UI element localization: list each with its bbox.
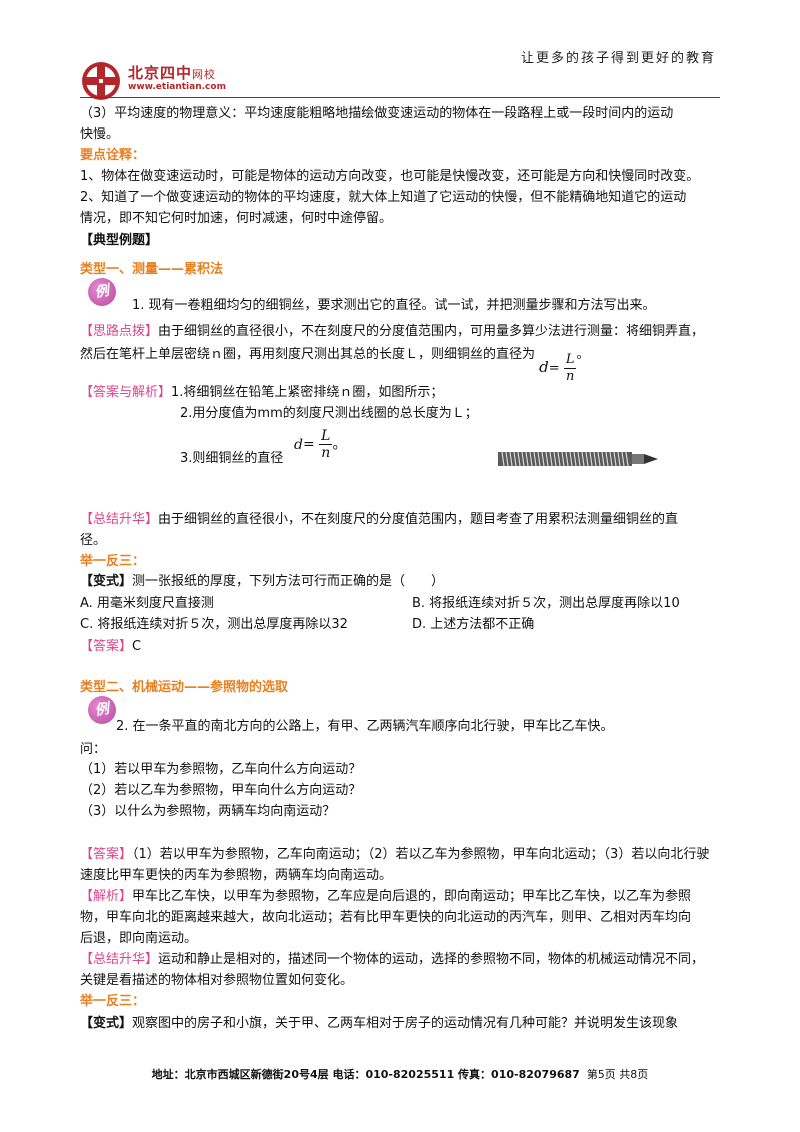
juyi-title: 举一反三：: [80, 994, 146, 1009]
variant-question: 【变式】观察图中的房子和小旗，关于甲、乙两车相对于房子的运动情况有几种可能？并说…: [80, 1016, 679, 1031]
answer-line: 【答案与解析】1.将细铜丝在铅笔上紧密排绕ｎ圈，如图所示；: [80, 385, 444, 400]
paragraph: 快慢。: [80, 127, 120, 142]
hint-line: 然后在笔杆上单层密绕ｎ圈，再用刻度尺测出其总的长度Ｌ，则细铜丝的直径为 d= L…: [80, 347, 590, 384]
example-badge-icon: 例: [85, 693, 119, 727]
paragraph: 情况，即不知它何时加速，何时减速，何时中途停留。: [80, 211, 393, 226]
option-c: C. 将报纸连续对折５次，测出总厚度再除以32: [80, 617, 348, 632]
paragraph: （3）平均速度的物理意义：平均速度能粗略地描绘做变速运动的物体在一段路程上或一段…: [80, 106, 674, 121]
option-d: D. 上述方法都不正确: [412, 617, 535, 632]
summary-line: 【总结升华】运动和静止是相对的，描述同一个物体的运动，选择的参照物不同，物体的机…: [80, 952, 705, 967]
summary-line: 径。: [80, 533, 107, 548]
example-question: 2. 在一条平直的南北方向的公路上，有甲、乙两辆汽车顺序向北行驶，甲车比乙车快。: [116, 719, 614, 734]
logo-emblem-icon: [82, 62, 120, 100]
example-badge-icon: 例: [85, 275, 119, 309]
coiled-wire-pencil-icon: [498, 451, 658, 467]
logo-text: 北京四中网校: [128, 64, 217, 82]
answer-line: 【答案】（1）若以甲车为参照物，乙车向南运动；（2）若以乙车为参照物，甲车向北运…: [80, 847, 710, 862]
paragraph: 2、知道了一个做变速运动的物体的平均速度，就大体上知道了它运动的快慢，但不能精确…: [80, 190, 687, 205]
option-b: B. 将报纸连续对折５次，测出总厚度再除以10: [412, 596, 680, 611]
footer: 地址：北京市西城区新德街20号4层 电话：010-82025511 传真：010…: [151, 1068, 649, 1081]
slogan: 让更多的孩子得到更好的教育: [520, 51, 716, 66]
juyi-title: 举一反三：: [80, 554, 146, 569]
type-heading: 类型二、机械运动——参照物的选取: [80, 680, 289, 695]
sub-question: （2）若以乙车为参照物，甲车向什么方向运动？: [80, 783, 362, 798]
logo-url: www.etiantian.com: [128, 82, 226, 92]
question-line: 问：: [80, 742, 107, 757]
analysis-line: 【解析】甲车比乙车快，以甲车为参照物，乙车应是向后退的，即向南运动；甲车比乙车快…: [80, 889, 692, 904]
answer-line: 【答案】C: [80, 639, 142, 654]
type-heading: 类型一、测量——累积法: [80, 262, 224, 277]
analysis-line: 物，甲车向北的距离越来越大，故向北运动；若有比甲车更快的向北运动的丙汽车，则甲、…: [80, 910, 692, 925]
section-title: 【典型例题】: [80, 233, 159, 248]
key-points-title: 要点诠释：: [80, 148, 146, 163]
hint-line: 【思路点拨】由于细铜丝的直径很小，不在刻度尺的分度值范围内，可用量多算少法进行测…: [80, 324, 705, 339]
answer-line: 2.用分度值为mm的刻度尺测出线圈的总长度为Ｌ；: [180, 406, 478, 421]
paragraph: 1、物体在做变速运动时，可能是物体的运动方向改变，也可能是快慢改变，还可能是方向…: [80, 169, 700, 184]
analysis-line: 后退，即向南运动。: [80, 931, 198, 946]
logo: [80, 60, 250, 102]
answer-line: 3.则细铜丝的直径: [180, 451, 284, 466]
header-rule: [80, 97, 720, 98]
option-a: A. 用毫米刻度尺直接测: [80, 596, 214, 611]
sub-question: （3）以什么为参照物，两辆车均向南运动？: [80, 804, 336, 819]
summary-line: 【总结升华】由于细铜丝的直径很小，不在刻度尺的分度值范围内，题目考查了用累积法测…: [80, 512, 679, 527]
summary-line: 关键是看描述的物体相对参照物位置如何变化。: [80, 973, 354, 988]
sub-question: （1）若以甲车为参照物，乙车向什么方向运动？: [80, 762, 362, 777]
example-question: 1. 现有一卷粗细均匀的细铜丝，要求测出它的直径。试一试，并把测量步骤和方法写出…: [132, 298, 656, 313]
variant-question: 【变式】测一张报纸的厚度，下列方法可行而正确的是（ ）: [80, 574, 445, 589]
answer-line: 速度比甲车更快的丙车为参照物，两辆车均向南运动。: [80, 868, 393, 883]
